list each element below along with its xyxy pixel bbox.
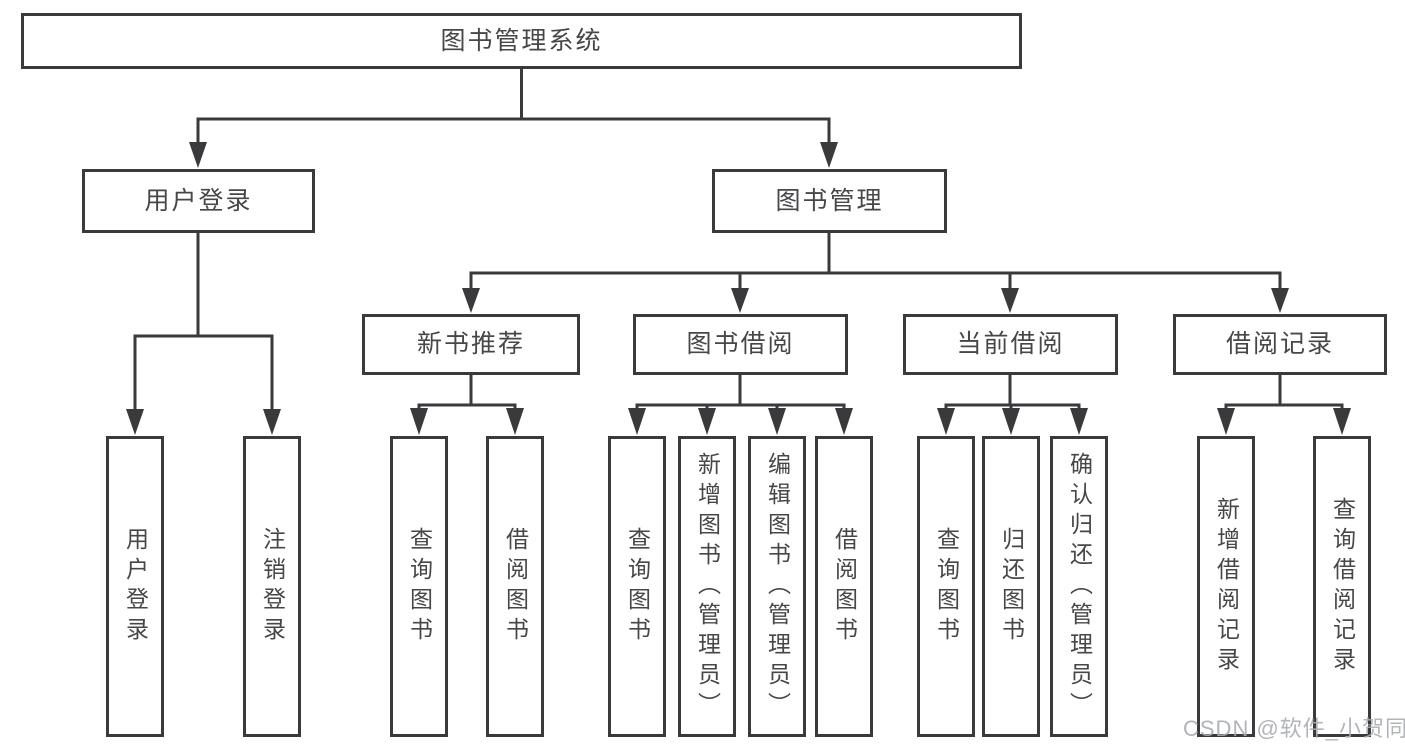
- leaf-confirm-return-admin: 确认归还（管理员）: [1050, 436, 1108, 737]
- leaf-edit-book-admin: 编辑图书（管理员）: [748, 436, 806, 737]
- leaf-return-book: 归还图书: [982, 436, 1040, 737]
- leaf-borrow-books: 借阅图书: [815, 436, 873, 737]
- node-user-login: 用户登录: [82, 169, 315, 233]
- leaf-query-borrow-record: 查询借阅记录: [1313, 436, 1371, 737]
- node-borrow-records: 借阅记录: [1173, 314, 1387, 375]
- leaf-user-login: 用户登录: [106, 436, 164, 737]
- arrowheads: [126, 142, 1351, 435]
- leaf-query-books-borrow: 查询图书: [608, 436, 666, 737]
- node-current-borrow: 当前借阅: [903, 314, 1118, 375]
- node-book-management: 图书管理: [712, 169, 947, 233]
- node-book-borrow: 图书借阅: [633, 314, 848, 375]
- leaf-query-books-recommend: 查询图书: [390, 436, 448, 737]
- leaf-query-books-current: 查询图书: [917, 436, 975, 737]
- leaf-add-book-admin: 新增图书（管理员）: [678, 436, 736, 737]
- leaf-borrow-books-recommend: 借阅图书: [486, 436, 544, 737]
- node-new-book-recommend: 新书推荐: [362, 314, 580, 375]
- node-root: 图书管理系统: [21, 13, 1022, 69]
- leaf-add-borrow-record: 新增借阅记录: [1197, 436, 1255, 737]
- watermark-text: CSDN @软件_小贺同学: [1183, 716, 1405, 741]
- leaf-logout: 注销登录: [243, 436, 301, 737]
